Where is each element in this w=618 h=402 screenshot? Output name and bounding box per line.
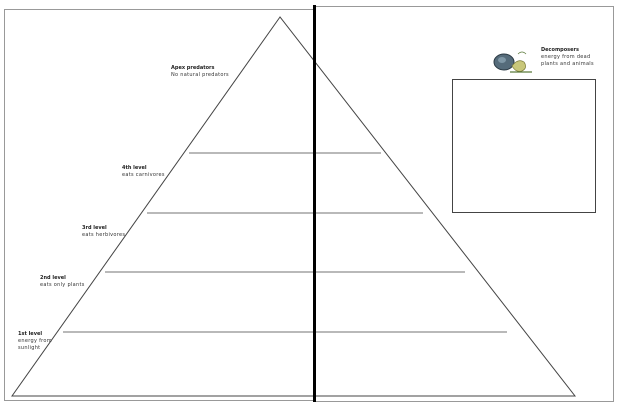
decomposers-desc: plants and animals: [541, 61, 594, 68]
level-desc: eats herbivores: [82, 232, 125, 239]
level-2-label: 2nd level eats only plants: [40, 275, 85, 289]
level-desc: sunlight: [18, 345, 52, 352]
sheet-divider-line: [313, 5, 316, 402]
level-title: 1st level: [18, 331, 52, 338]
level-1-label: 1st level energy from sunlight: [18, 331, 52, 352]
decomposers-title: Decomposers: [541, 47, 594, 54]
mushroom-bug-icon: [492, 46, 534, 76]
decomposers-label: Decomposers energy from dead plants and …: [541, 47, 594, 68]
decomposers-desc: energy from dead: [541, 54, 594, 61]
level-desc: eats carnivores: [122, 172, 165, 179]
level-desc: No natural predators: [171, 72, 229, 79]
decomposers-drawing-box[interactable]: [452, 79, 596, 213]
apex-predators-label: Apex predators No natural predators: [171, 65, 229, 79]
level-title: 3rd level: [82, 225, 125, 232]
level-desc: eats only plants: [40, 282, 85, 289]
level-3-label: 3rd level eats herbivores: [82, 225, 125, 239]
level-title: 2nd level: [40, 275, 85, 282]
level-title: 4th level: [122, 165, 165, 172]
level-4-label: 4th level eats carnivores: [122, 165, 165, 179]
level-desc: energy from: [18, 338, 52, 345]
level-title: Apex predators: [171, 65, 229, 72]
